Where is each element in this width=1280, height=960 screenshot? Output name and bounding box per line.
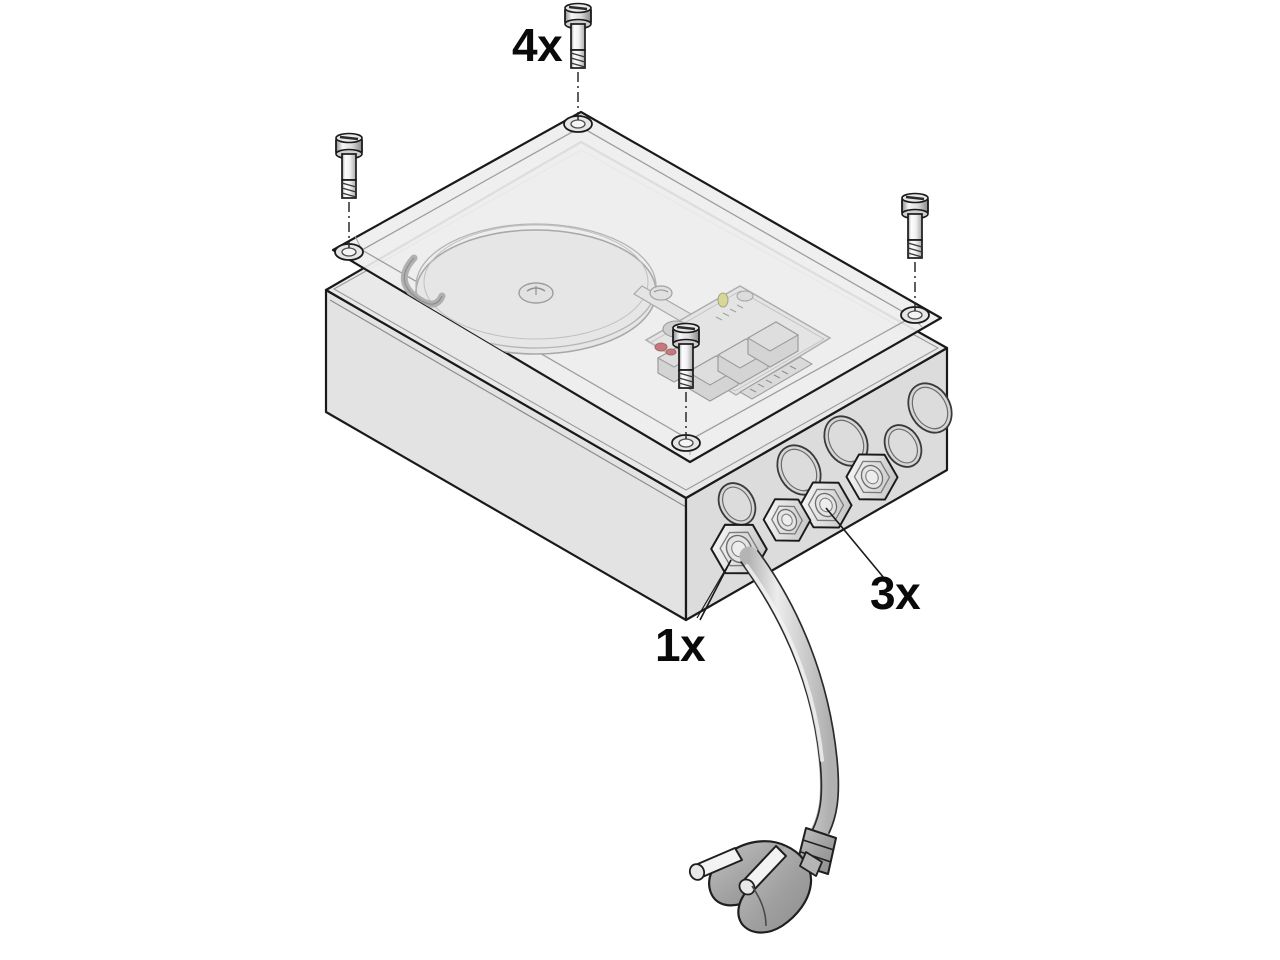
cover-screws (335, 2, 929, 439)
leader-lines (696, 507, 885, 621)
enclosure (324, 110, 953, 622)
cable-glands (710, 453, 899, 575)
power-cord (688, 546, 840, 934)
internal-round-component (415, 223, 657, 355)
internal-pcb (644, 285, 832, 402)
cable-gland-3 (845, 453, 899, 501)
plug-pin-2 (738, 845, 787, 896)
screw-boss-right (900, 306, 930, 324)
enclosure-internals (401, 223, 832, 402)
cable-gland-1 (762, 498, 812, 542)
knockout-holes (717, 382, 953, 526)
cover-screw-top (564, 2, 592, 120)
quantity-label-side-glands: 3x (870, 567, 921, 619)
screw-boss-top (563, 115, 593, 133)
internal-terminal-block (738, 356, 814, 400)
quantity-label-screws: 4x (512, 19, 563, 71)
cover-screw-left (335, 132, 363, 248)
internal-led-yellow (717, 292, 729, 308)
leader-1x-b (696, 559, 732, 619)
internal-wire (401, 254, 446, 308)
power-plug (688, 840, 823, 934)
internal-header (715, 304, 744, 321)
cable-gland-2 (799, 481, 853, 529)
internal-component (736, 290, 754, 302)
leader-3x (825, 507, 885, 579)
cover-screw-front (672, 322, 700, 439)
internal-led-red-2 (665, 348, 677, 356)
plug-pin-1 (688, 847, 743, 881)
quantity-label-cord-gland: 1x (655, 619, 706, 671)
cover-screw-right (901, 192, 929, 311)
internal-led-red (654, 342, 668, 352)
